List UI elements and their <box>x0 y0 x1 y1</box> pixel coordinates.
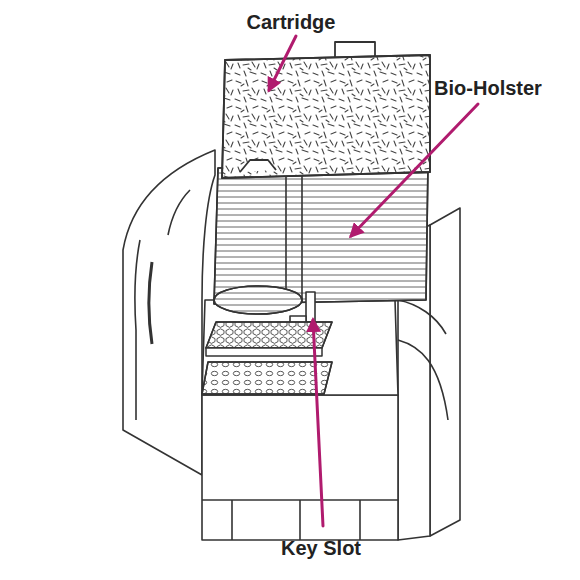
leader-arrow <box>313 320 323 526</box>
part-label: Bio-Holster <box>434 77 542 100</box>
leader-arrow <box>269 36 296 90</box>
part-label: Key Slot <box>281 537 361 560</box>
leader-arrow <box>351 104 478 236</box>
part-label: Cartridge <box>247 11 336 34</box>
